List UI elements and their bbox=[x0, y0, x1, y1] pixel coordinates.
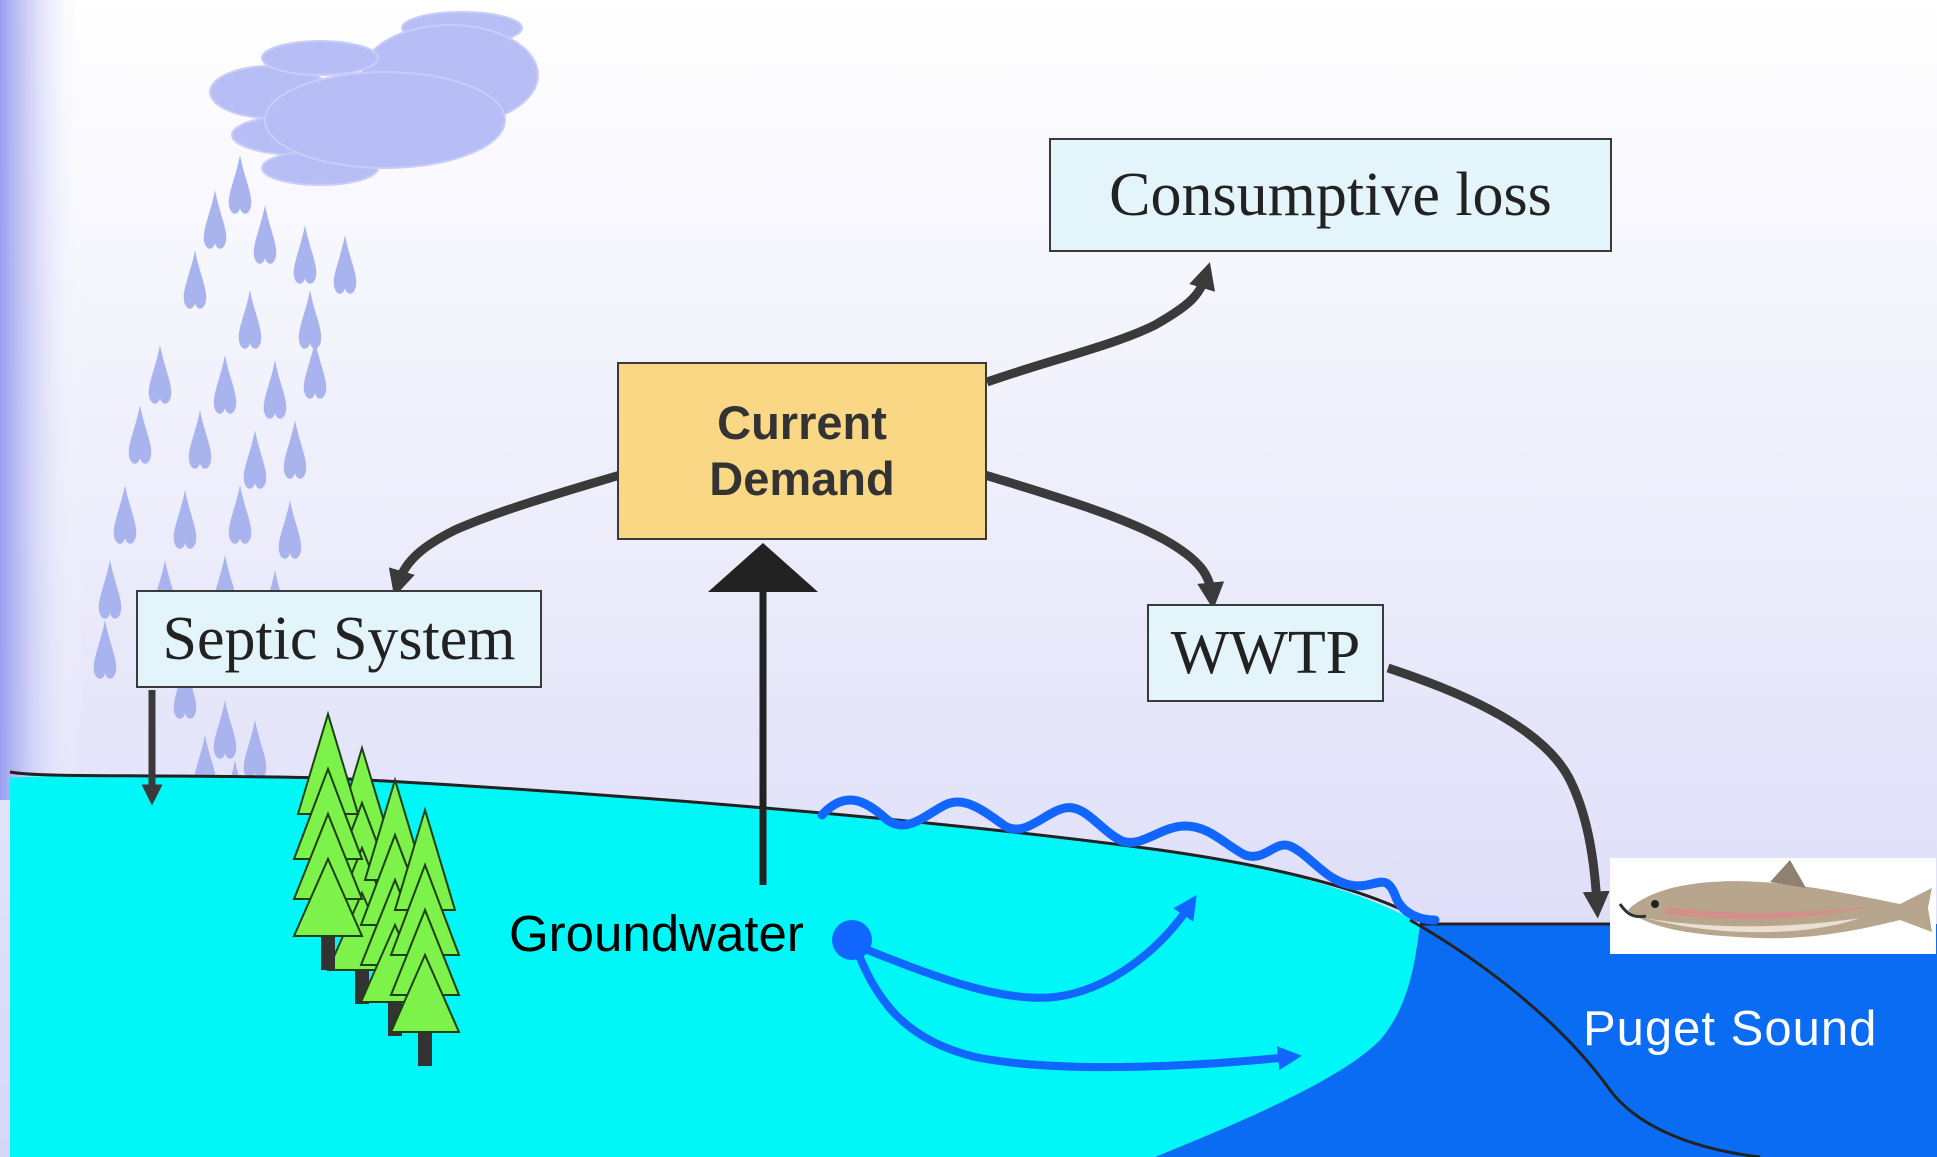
puget-sound-label: Puget Sound bbox=[1583, 1002, 1878, 1056]
septic-system-box: Septic System bbox=[136, 590, 542, 688]
consumptive-loss-box: Consumptive loss bbox=[1049, 138, 1612, 252]
demand-to-septic-arrow bbox=[388, 470, 622, 597]
puget-sound-water bbox=[1155, 924, 1937, 1157]
current-demand-box: Current Demand bbox=[617, 362, 987, 540]
wwtp-label: WWTP bbox=[1170, 618, 1361, 687]
rain-cloud-icon bbox=[209, 11, 539, 186]
groundwater-label: Groundwater bbox=[509, 905, 804, 962]
wwtp-to-sound-arrow bbox=[1386, 663, 1610, 919]
groundwater-source-point bbox=[832, 920, 872, 960]
demand-to-wwtp-arrow bbox=[983, 470, 1225, 610]
groundwater-seep-line bbox=[817, 795, 1440, 925]
septic-system-label: Septic System bbox=[162, 604, 516, 673]
current-demand-label-line1: Current bbox=[717, 396, 887, 449]
wwtp-box: WWTP bbox=[1147, 604, 1384, 702]
groundwater-flow-arrow-lower bbox=[851, 943, 1302, 1072]
consumptive-loss-label: Consumptive loss bbox=[1109, 160, 1552, 229]
demand-to-consumptive-arrow bbox=[985, 262, 1216, 387]
current-demand-label-line2: Demand bbox=[709, 452, 895, 505]
groundwater-flow-arrow-upper bbox=[853, 895, 1197, 1002]
salmon-icon bbox=[1610, 858, 1936, 954]
demand-arrowhead bbox=[708, 543, 818, 592]
seabed-line bbox=[1409, 918, 1761, 1157]
